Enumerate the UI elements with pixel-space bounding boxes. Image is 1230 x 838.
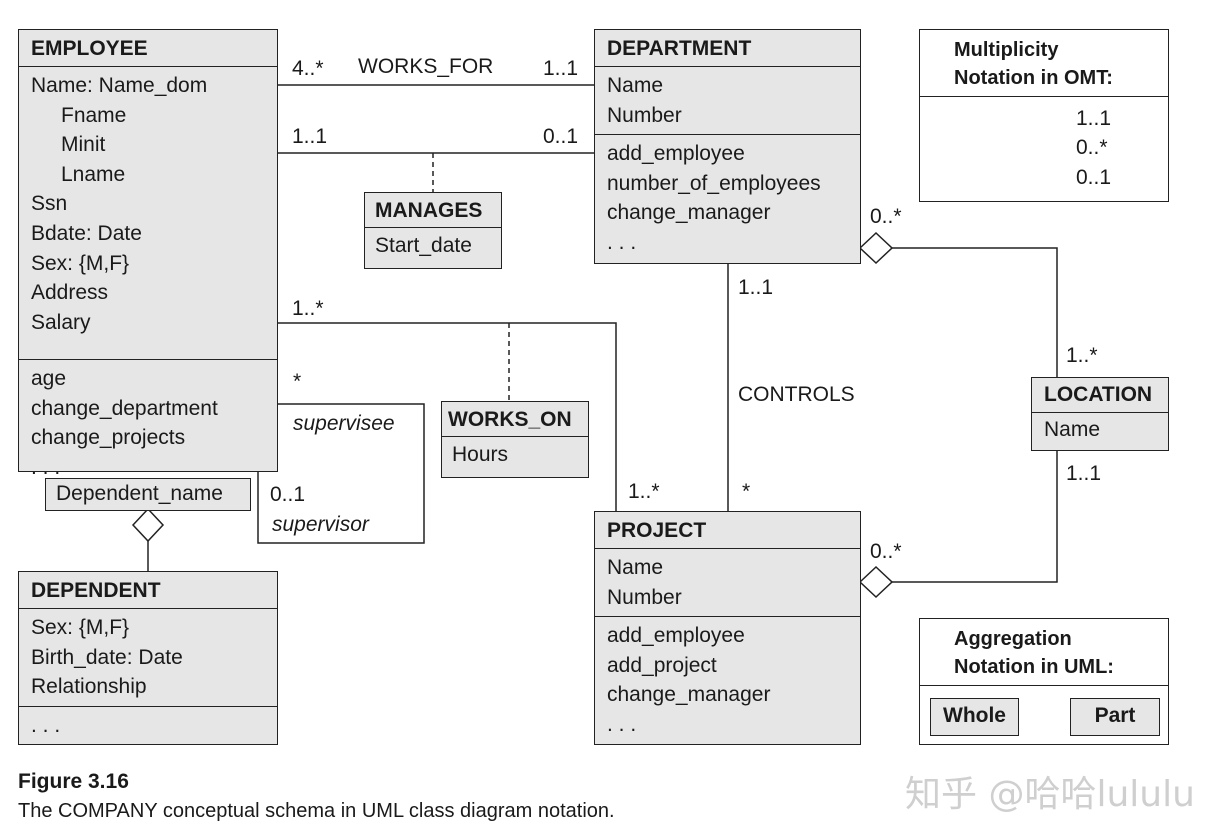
dependent-attr-relationship: Relationship [31,675,147,699]
mult-supervisor: 0..1 [270,483,306,506]
supervision-line [257,403,425,544]
location-title: LOCATION [1032,378,1168,413]
omt-legend-title-line1: Multiplicity [954,39,1059,61]
department-attr-name: Name [607,74,664,97]
works-on-attr-hours: Hours [452,443,509,466]
employee-op-more: . . . [31,455,61,479]
employee-title: EMPLOYEE [19,30,277,67]
project-op-add-employee: add_employee [607,624,745,648]
employee-op-change-projects: change_projects [31,426,186,450]
dependent-class: DEPENDENT Sex: {M,F} Birth_date: Date Re… [18,571,278,745]
works-on-attributes: Hours [442,437,588,473]
department-class: DEPARTMENT Name Number add_employee numb… [594,29,861,264]
department-title: DEPARTMENT [595,30,860,67]
department-op-number-of-employees: number_of_employees [607,171,821,195]
employee-attributes: Name: Name_dom Fname Minit Lname Ssn Bda… [19,67,277,360]
dependent-attr-birth-date: Birth_date: Date [31,645,183,669]
works-for-label: WORKS_FOR [358,55,494,78]
figure-caption: The COMPANY conceptual schema in UML cla… [18,800,615,822]
controls-label: CONTROLS [738,383,855,406]
dependent-name-qualifier: Dependent_name [45,478,251,511]
dependent-op-more: . . . [31,713,61,737]
manages-title: MANAGES [365,193,501,228]
department-op-more: . . . [607,230,637,254]
mult-project-location: 0..* [870,540,902,563]
project-op-change-manager: change_manager [607,683,771,707]
employee-attr-sex: Sex: {M,F} [31,251,130,275]
project-op-more: . . . [607,712,637,736]
figure-number: Figure 3.16 [18,770,129,793]
omt-legend: Multiplicity Notation in OMT: [919,29,1169,202]
employee-attr-salary: Salary [31,310,91,334]
supervisor-label: supervisor [272,513,369,536]
proj-aggregation-diamond [858,565,894,599]
mult-controls-department: 1..1 [738,276,774,299]
department-attr-number: Number [607,103,682,127]
employee-attr-fname: Fname [61,103,127,127]
project-class: PROJECT Name Number add_employee add_pro… [594,511,861,745]
mult-works-for-employee: 4..* [292,57,324,80]
location-attr-name: Name [1044,418,1101,441]
manages-attr-start-date: Start_date [375,234,472,257]
department-operations: add_employee number_of_employees change_… [595,135,860,261]
employee-op-age: age [31,367,67,390]
dept-location-line [891,247,1058,377]
dependent-attr-sex: Sex: {M,F} [31,616,130,639]
omt-legend-many: 0..* [1076,136,1108,159]
project-attr-number: Number [607,585,682,609]
project-attr-name: Name [607,556,664,579]
mult-works-for-department: 1..1 [543,57,579,80]
employee-attr-bdate: Bdate: Date [31,221,142,245]
employee-attr-minit: Minit [61,133,106,157]
dependent-attributes: Sex: {M,F} Birth_date: Date Relationship [19,609,277,707]
mult-location-department: 1..* [1066,344,1098,367]
employee-attr-name: Name: Name_dom [31,74,208,97]
employee-op-change-department: change_department [31,396,218,420]
department-op-change-manager: change_manager [607,201,771,225]
mult-works-on-project: 1..* [628,480,660,503]
uml-legend-title-line2: Notation in UML: [954,656,1114,678]
uml-legend-part: Part [1070,698,1160,736]
project-attributes: Name Number [595,549,860,618]
omt-legend-title: Multiplicity Notation in OMT: [920,30,1168,97]
omt-legend-title-line2: Notation in OMT: [954,67,1113,89]
department-op-add-employee: add_employee [607,142,745,166]
location-class: LOCATION Name [1031,377,1169,451]
watermark: 知乎 @哈哈lululu [905,774,1195,815]
mult-controls-project: * [742,480,751,503]
project-op-add-project: add_project [607,653,717,677]
dependent-operations: . . . [19,707,277,745]
works-on-title: WORKS_ON [442,402,588,437]
dependent-aggregation-diamond [131,507,165,543]
employee-attr-address: Address [31,281,109,305]
omt-legend-optional: 0..1 [1076,166,1112,189]
mult-location-project: 1..1 [1066,462,1102,485]
mult-manages-department: 0..1 [543,125,579,148]
mult-supervisee: * [293,370,302,393]
proj-location-line [891,451,1058,583]
works-on-class: WORKS_ON Hours [441,401,589,478]
project-operations: add_employee add_project change_manager … [595,617,860,743]
omt-legend-one: 1..1 [1076,107,1112,130]
uml-legend-title-line1: Aggregation [954,628,1072,650]
mult-works-on-employee: 1..* [292,297,324,320]
mult-manages-employee: 1..1 [292,125,328,148]
supervisee-label: supervisee [293,412,395,435]
project-title: PROJECT [595,512,860,549]
works-on-line [278,322,617,511]
uml-legend-whole: Whole [930,698,1019,736]
manages-class: MANAGES Start_date [364,192,502,269]
mult-department-location: 0..* [870,205,902,228]
employee-class: EMPLOYEE Name: Name_dom Fname Minit Lnam… [18,29,278,479]
location-attributes: Name [1032,413,1168,449]
department-attributes: Name Number [595,67,860,136]
uml-legend-title: Aggregation Notation in UML: [920,619,1168,686]
dept-aggregation-diamond [858,231,894,265]
employee-operations: age change_department change_projects . … [19,360,277,486]
dependent-title: DEPENDENT [19,572,277,609]
manages-attributes: Start_date [365,228,501,264]
employee-attr-ssn: Ssn [31,192,68,216]
employee-attr-lname: Lname [61,162,126,186]
